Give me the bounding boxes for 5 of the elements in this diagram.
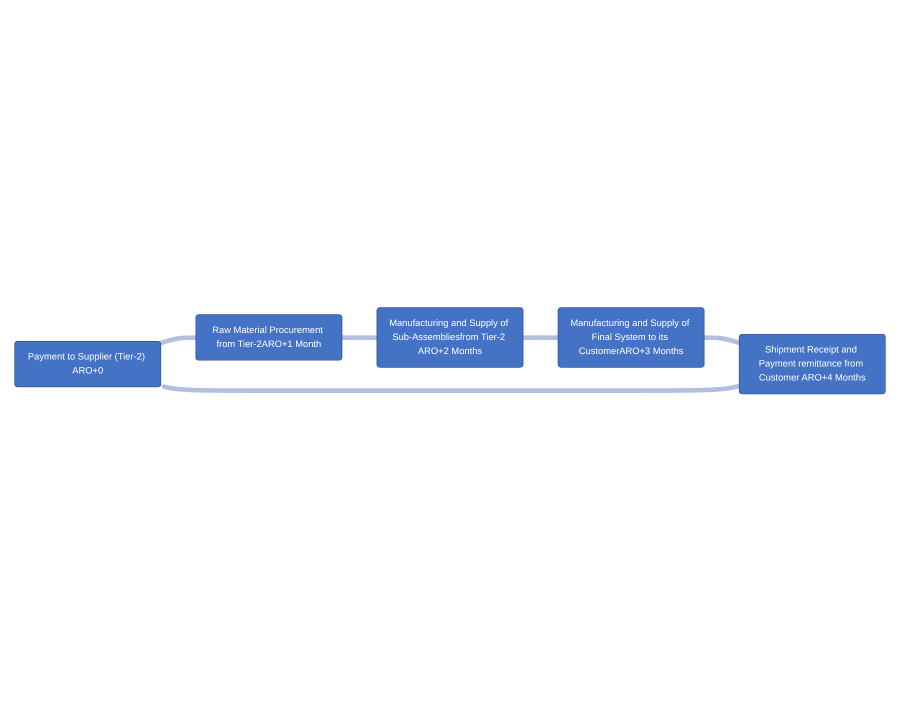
connector [159,335,196,345]
connector [342,334,377,340]
connector [704,335,740,345]
connector [522,334,558,340]
arrow [160,383,740,393]
